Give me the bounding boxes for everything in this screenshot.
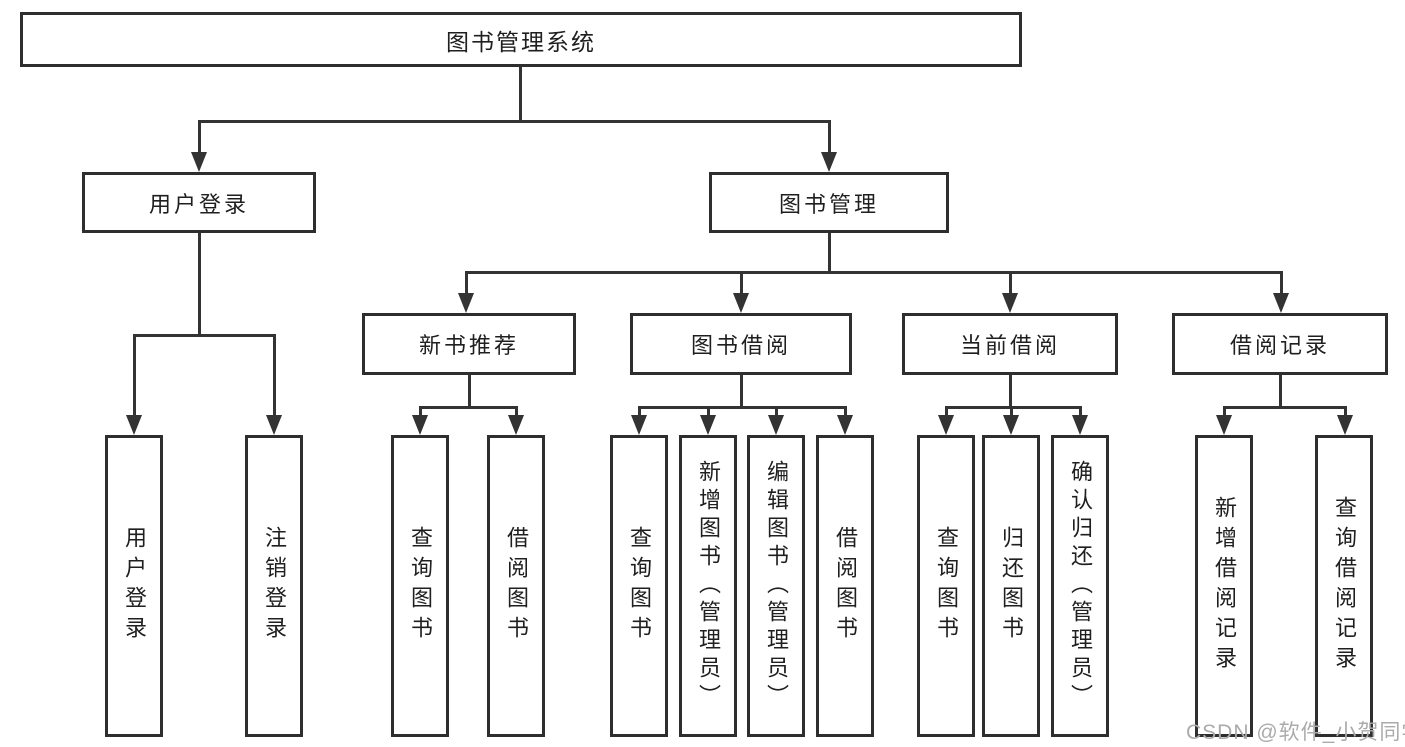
arrowhead-down-icon bbox=[458, 293, 474, 313]
node-label: 图书管理 bbox=[778, 191, 879, 217]
node-label: 查询借阅记录 bbox=[1332, 496, 1357, 676]
connector-line bbox=[1010, 406, 1013, 418]
leaf-query-books-current: 查询图书 bbox=[917, 435, 975, 737]
node-borrowing-records: 借阅记录 bbox=[1172, 313, 1388, 375]
connector-line bbox=[1344, 406, 1347, 418]
connector-line bbox=[1009, 271, 1012, 296]
arrowhead-down-icon bbox=[837, 415, 853, 435]
node-label: 用户登录 bbox=[148, 191, 249, 217]
connector-line bbox=[133, 334, 276, 337]
connector-line bbox=[519, 67, 522, 122]
arrowhead-down-icon bbox=[1003, 415, 1019, 435]
connector-line bbox=[273, 334, 276, 417]
arrowhead-down-icon bbox=[631, 415, 647, 435]
connector-line bbox=[419, 406, 422, 418]
node-label: 确认归还（管理员） bbox=[1068, 460, 1093, 712]
node-current-borrowing: 当前借阅 bbox=[902, 313, 1118, 375]
node-label: 注销登录 bbox=[262, 526, 287, 646]
leaf-logout-login: 注销登录 bbox=[245, 435, 303, 737]
node-library-system: 图书管理系统 bbox=[20, 12, 1022, 67]
connector-line bbox=[198, 120, 831, 123]
connector-line bbox=[465, 271, 1283, 274]
node-label: 归还图书 bbox=[999, 526, 1024, 646]
leaf-add-borrow-record: 新增借阅记录 bbox=[1195, 435, 1253, 737]
node-label: 借阅图书 bbox=[833, 526, 858, 646]
connector-line bbox=[515, 406, 518, 418]
arrowhead-down-icon bbox=[700, 415, 716, 435]
connector-line bbox=[828, 233, 831, 273]
connector-line bbox=[1223, 406, 1226, 418]
connector-line bbox=[740, 375, 743, 408]
node-label: 图书管理系统 bbox=[446, 28, 596, 55]
node-user-login: 用户登录 bbox=[82, 172, 316, 233]
connector-line bbox=[198, 233, 201, 336]
node-label: 查询图书 bbox=[934, 526, 959, 646]
csdn-watermark: CSDN @软件_小贺同学 bbox=[1186, 721, 1405, 744]
leaf-add-books-admin: 新增图书（管理员） bbox=[679, 435, 737, 737]
node-label: 图书借阅 bbox=[690, 333, 791, 358]
node-label: 用户登录 bbox=[122, 526, 147, 646]
arrowhead-down-icon bbox=[821, 152, 837, 172]
connector-line bbox=[1279, 375, 1282, 408]
connector-line bbox=[775, 406, 778, 418]
arrowhead-down-icon bbox=[1216, 415, 1232, 435]
node-new-book-recommend: 新书推荐 bbox=[362, 313, 576, 375]
leaf-borrow-books-recommend: 借阅图书 bbox=[487, 435, 545, 737]
arrowhead-down-icon bbox=[1002, 293, 1018, 313]
arrowhead-down-icon bbox=[508, 415, 524, 435]
node-book-management: 图书管理 bbox=[709, 172, 949, 233]
connector-line bbox=[1079, 406, 1082, 418]
connector-line bbox=[419, 406, 518, 409]
arrowhead-down-icon bbox=[1072, 415, 1088, 435]
node-book-borrowing: 图书借阅 bbox=[630, 313, 852, 375]
connector-line bbox=[1223, 406, 1347, 409]
connector-line bbox=[133, 334, 136, 417]
node-label: 新增借阅记录 bbox=[1212, 496, 1237, 676]
leaf-query-books-borrowing: 查询图书 bbox=[610, 435, 668, 737]
node-label: 新增图书（管理员） bbox=[696, 460, 721, 712]
node-label: 查询图书 bbox=[408, 526, 433, 646]
node-label: 当前借阅 bbox=[959, 333, 1060, 358]
connector-line bbox=[198, 120, 201, 153]
leaf-confirm-return-admin: 确认归还（管理员） bbox=[1051, 435, 1109, 737]
leaf-borrow-books-borrowing: 借阅图书 bbox=[816, 435, 874, 737]
leaf-query-books-recommend: 查询图书 bbox=[391, 435, 449, 737]
arrowhead-down-icon bbox=[1337, 415, 1353, 435]
arrowhead-down-icon bbox=[412, 415, 428, 435]
node-label: 新书推荐 bbox=[418, 333, 519, 358]
connector-line bbox=[638, 406, 641, 418]
arrowhead-down-icon bbox=[1273, 293, 1289, 313]
connector-line bbox=[844, 406, 847, 418]
arrowhead-down-icon bbox=[126, 415, 142, 435]
arrowhead-down-icon bbox=[938, 415, 954, 435]
node-label: 编辑图书（管理员） bbox=[764, 460, 789, 712]
connector-line bbox=[740, 271, 743, 296]
node-label: 借阅图书 bbox=[504, 526, 529, 646]
connector-line bbox=[945, 406, 1082, 409]
arrowhead-down-icon bbox=[266, 415, 282, 435]
leaf-edit-books-admin: 编辑图书（管理员） bbox=[747, 435, 805, 737]
arrowhead-down-icon bbox=[733, 293, 749, 313]
connector-line bbox=[828, 120, 831, 153]
connector-line bbox=[707, 406, 710, 418]
node-label: 借阅记录 bbox=[1229, 333, 1330, 358]
connector-line bbox=[638, 406, 847, 409]
arrowhead-down-icon bbox=[191, 152, 207, 172]
connector-line bbox=[945, 406, 948, 418]
arrowhead-down-icon bbox=[768, 415, 784, 435]
connector-line bbox=[468, 375, 471, 408]
leaf-return-books: 归还图书 bbox=[982, 435, 1040, 737]
connector-line bbox=[1280, 271, 1283, 296]
leaf-query-borrow-record: 查询借阅记录 bbox=[1315, 435, 1373, 737]
connector-line bbox=[1009, 375, 1012, 408]
node-label: 查询图书 bbox=[627, 526, 652, 646]
connector-line bbox=[465, 271, 468, 296]
leaf-user-login: 用户登录 bbox=[105, 435, 163, 737]
